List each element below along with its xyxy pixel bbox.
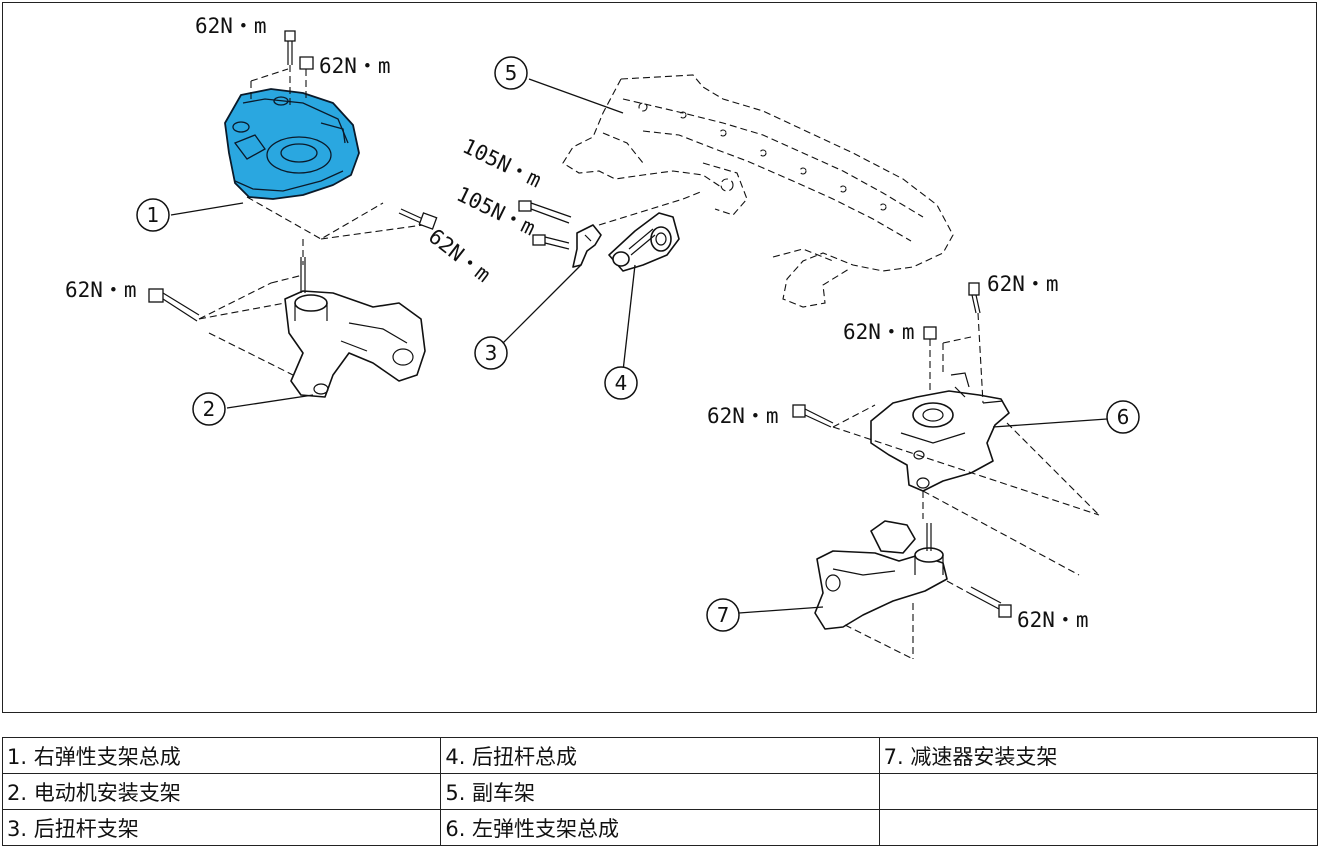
svg-text:3: 3 [485,341,498,365]
legend-row: 1. 右弹性支架总成 4. 后扭杆总成 7. 减速器安装支架 [1,737,1319,774]
bolt-left-mount-top [923,326,937,395]
legend-cell: 1. 右弹性支架总成 [1,737,442,774]
torque-label: 105N・m [459,134,545,192]
bolt-105-2 [532,234,570,250]
torque-label: 62N・m [195,14,267,38]
torque-label: 62N・m [707,404,779,428]
bolt-left-1 [148,288,286,322]
svg-text:4: 4 [615,371,628,395]
svg-text:1: 1 [147,203,160,227]
rear-torque-rod-bracket-part [572,224,602,268]
svg-text:2: 2 [203,397,216,421]
torque-label: 62N・m [65,278,137,302]
right-elastic-mount-part [224,88,360,200]
parts-legend-table: 1. 右弹性支架总成 4. 后扭杆总成 7. 减速器安装支架 2. 电动机安装支… [1,737,1319,846]
legend-cell: 7. 减速器安装支架 [878,737,1319,774]
subframe-part [562,74,954,308]
legend-row: 3. 后扭杆支架 6. 左弹性支架总成 [1,809,1319,846]
legend-cell: 5. 副车架 [440,773,880,810]
legend-cell: 3. 后扭杆支架 [1,809,442,846]
bolt-top-1 [284,30,296,107]
bolt-side-1 [398,208,438,230]
bolt-left-mount-upright [968,282,984,404]
left-elastic-mount-part [870,372,1010,492]
legend-cell: 2. 电动机安装支架 [1,773,442,810]
callout-3: 3 [474,336,508,370]
bolt-left-mount-side [792,404,834,428]
svg-text:6: 6 [1117,405,1130,429]
torque-label: 62N・m [319,54,391,78]
bolt-top-2 [299,56,314,99]
leader-lines [170,78,1108,614]
legend-row: 2. 电动机安装支架 5. 副车架 [1,773,1319,810]
bolt-reducer-side [968,586,1012,618]
bolt-105-1 [518,200,572,224]
callout-2: 2 [192,392,226,426]
motor-mounting-bracket-part [284,257,426,398]
torque-label: 62N・m [1017,608,1089,632]
callout-5: 5 [494,56,528,90]
svg-text:7: 7 [717,603,730,627]
callout-4: 4 [604,366,638,400]
diagram-frame: 1 2 3 4 5 6 7 62N・m 62N・m 62N・m 62N・m 10… [2,2,1317,713]
legend-cell [878,809,1319,846]
callout-6: 6 [1106,400,1140,434]
torque-label: 62N・m [843,320,915,344]
torque-label: 62N・m [987,272,1059,296]
rear-torque-rod-part [608,212,680,272]
callout-1: 1 [136,198,170,232]
legend-cell [878,773,1319,810]
mount-diagram: 1 2 3 4 5 6 7 62N・m 62N・m 62N・m 62N・m 10… [65,14,1140,660]
legend-cell: 6. 左弹性支架总成 [440,809,880,846]
svg-text:5: 5 [505,61,518,85]
torque-label: 62N・m [424,224,495,287]
legend-cell: 4. 后扭杆总成 [440,737,880,774]
reducer-mounting-bracket-part [814,520,948,630]
callout-7: 7 [706,598,740,632]
